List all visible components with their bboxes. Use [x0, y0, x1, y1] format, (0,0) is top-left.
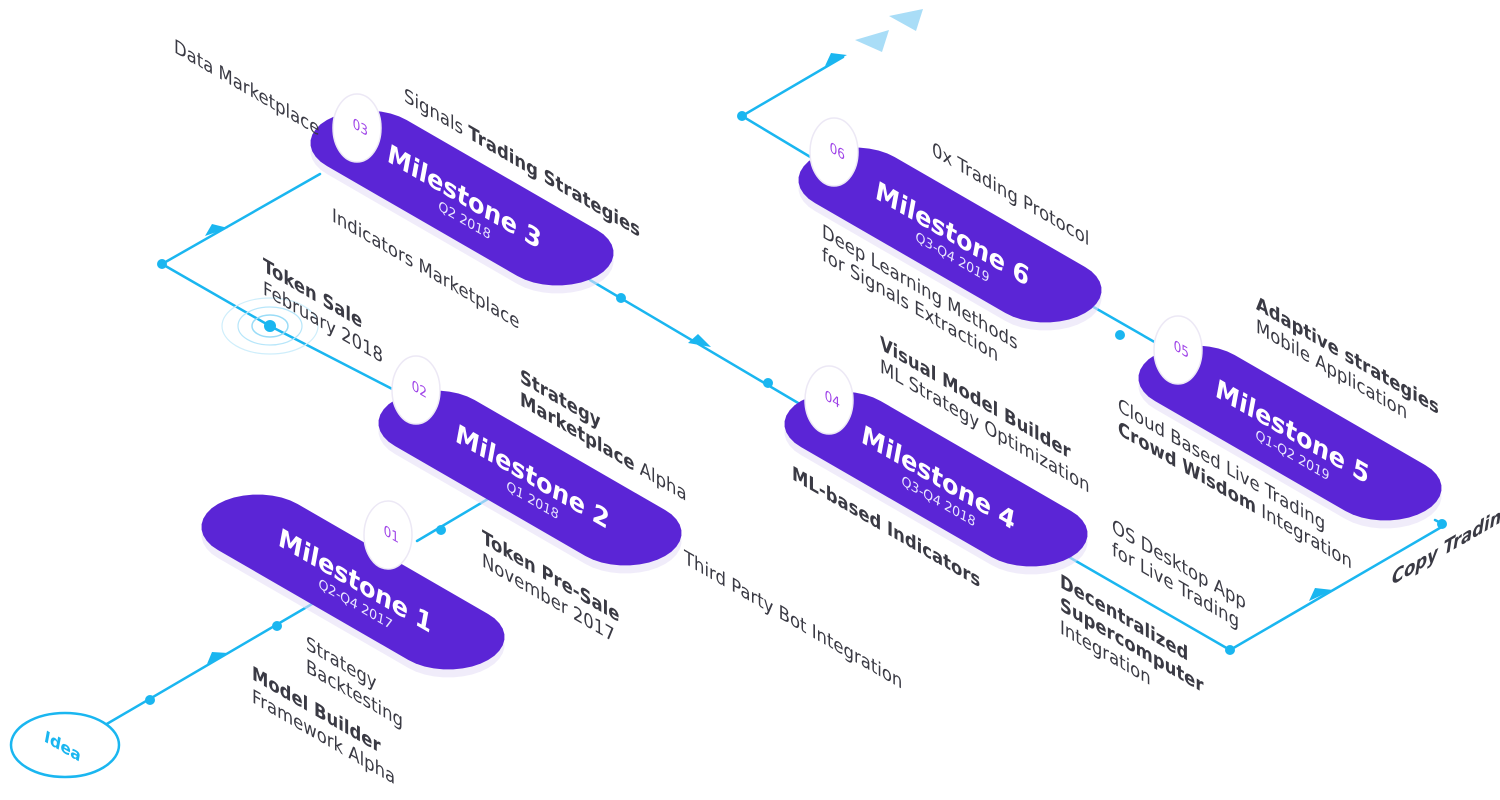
future-arrow-icon [889, 9, 923, 31]
future-arrow-icon [855, 30, 889, 52]
milestone-badge [363, 500, 413, 570]
milestone-pill [784, 391, 1088, 567]
milestone-4 [784, 365, 1088, 575]
path-m5-to-m6 [1088, 303, 1167, 350]
milestone-pill [798, 147, 1102, 323]
node-dot [1437, 519, 1447, 529]
milestone-pill [310, 110, 614, 286]
milestone-badge [809, 117, 859, 187]
milestone-badge [804, 365, 854, 435]
milestone-pill [1138, 345, 1442, 521]
milestone-5 [1138, 315, 1442, 529]
node-dot [436, 525, 446, 535]
arrow-icon [825, 53, 847, 66]
node-dot [1225, 645, 1235, 655]
milestone-pill [201, 494, 505, 670]
node-dot [1115, 330, 1125, 340]
arrow-icon [207, 652, 228, 664]
node-dot [272, 621, 282, 631]
node-dot [737, 111, 747, 121]
node-dot [157, 259, 167, 269]
node-dot [763, 378, 773, 388]
arrow-icon [1309, 588, 1333, 601]
milestone-badge [1153, 315, 1203, 385]
milestone-badge [332, 93, 382, 163]
idea-node [9, 711, 121, 779]
milestone-badge [391, 355, 441, 425]
arrow-icon [205, 224, 228, 236]
milestone-3 [310, 93, 614, 294]
node-dot [145, 695, 155, 705]
milestone-6 [798, 117, 1102, 331]
node-dot [616, 293, 626, 303]
arrow-icon [688, 334, 711, 347]
milestone-1 [201, 494, 505, 678]
token-sale-target [221, 297, 319, 355]
milestone-2 [378, 355, 682, 574]
path-token-sale-to-m3 [160, 172, 322, 266]
milestone-pill [378, 390, 682, 566]
